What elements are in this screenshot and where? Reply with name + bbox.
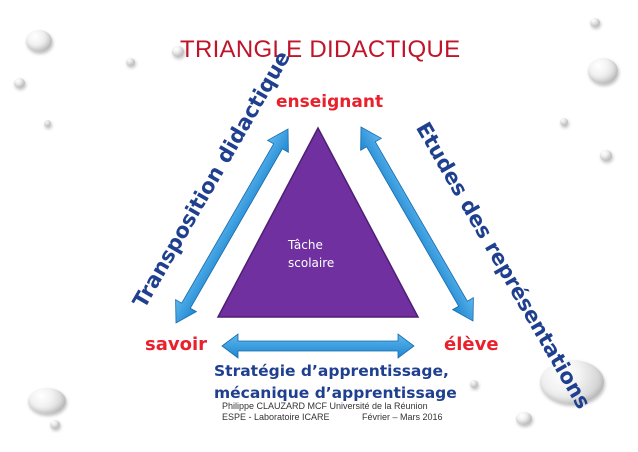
double-arrow-icon bbox=[222, 334, 414, 358]
vertex-label-right: élève bbox=[444, 334, 499, 355]
triangle-center-text: Tâche scolaire bbox=[288, 236, 334, 272]
footer-date: Février – Mars 2016 bbox=[362, 412, 443, 423]
bottom-label-line: Stratégie d’apprentissage, bbox=[214, 360, 457, 382]
bottom-side-label: Stratégie d’apprentissage, mécanique d’a… bbox=[214, 360, 457, 404]
footer-line1: Philippe CLAUZARD MCF Université de la R… bbox=[222, 401, 443, 412]
footer: Philippe CLAUZARD MCF Université de la R… bbox=[222, 401, 443, 423]
vertex-label-top: enseignant bbox=[276, 92, 383, 112]
vertex-label-left: savoir bbox=[145, 334, 207, 355]
center-text-line: scolaire bbox=[288, 254, 334, 272]
footer-lab: ESPE - Laboratoire ICARE bbox=[222, 412, 362, 423]
center-text-line: Tâche bbox=[288, 236, 334, 254]
didactic-triangle bbox=[218, 128, 418, 317]
